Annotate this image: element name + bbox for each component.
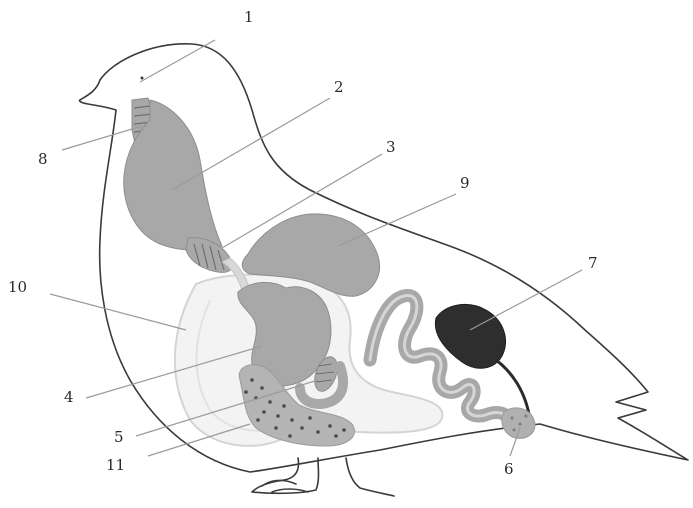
label-6: 6 xyxy=(504,460,514,478)
right-foot xyxy=(346,458,394,496)
label-8: 8 xyxy=(38,150,48,168)
label-2: 2 xyxy=(334,78,344,96)
left-foot xyxy=(252,458,319,493)
leader-10 xyxy=(50,294,186,330)
label-7: 7 xyxy=(588,254,598,272)
label-1: 1 xyxy=(244,8,254,26)
label-11: 11 xyxy=(106,456,125,474)
label-9: 9 xyxy=(460,174,470,192)
leader-7 xyxy=(470,270,582,330)
label-3: 3 xyxy=(386,138,396,156)
leader-9 xyxy=(338,194,456,246)
eye-dot xyxy=(141,77,144,80)
leader-1 xyxy=(140,40,215,82)
label-10: 10 xyxy=(8,278,27,296)
label-4: 4 xyxy=(64,388,74,406)
label-5: 5 xyxy=(114,428,124,446)
left-toes xyxy=(262,480,308,492)
leader-8 xyxy=(62,126,142,150)
proventriculus xyxy=(186,238,232,273)
